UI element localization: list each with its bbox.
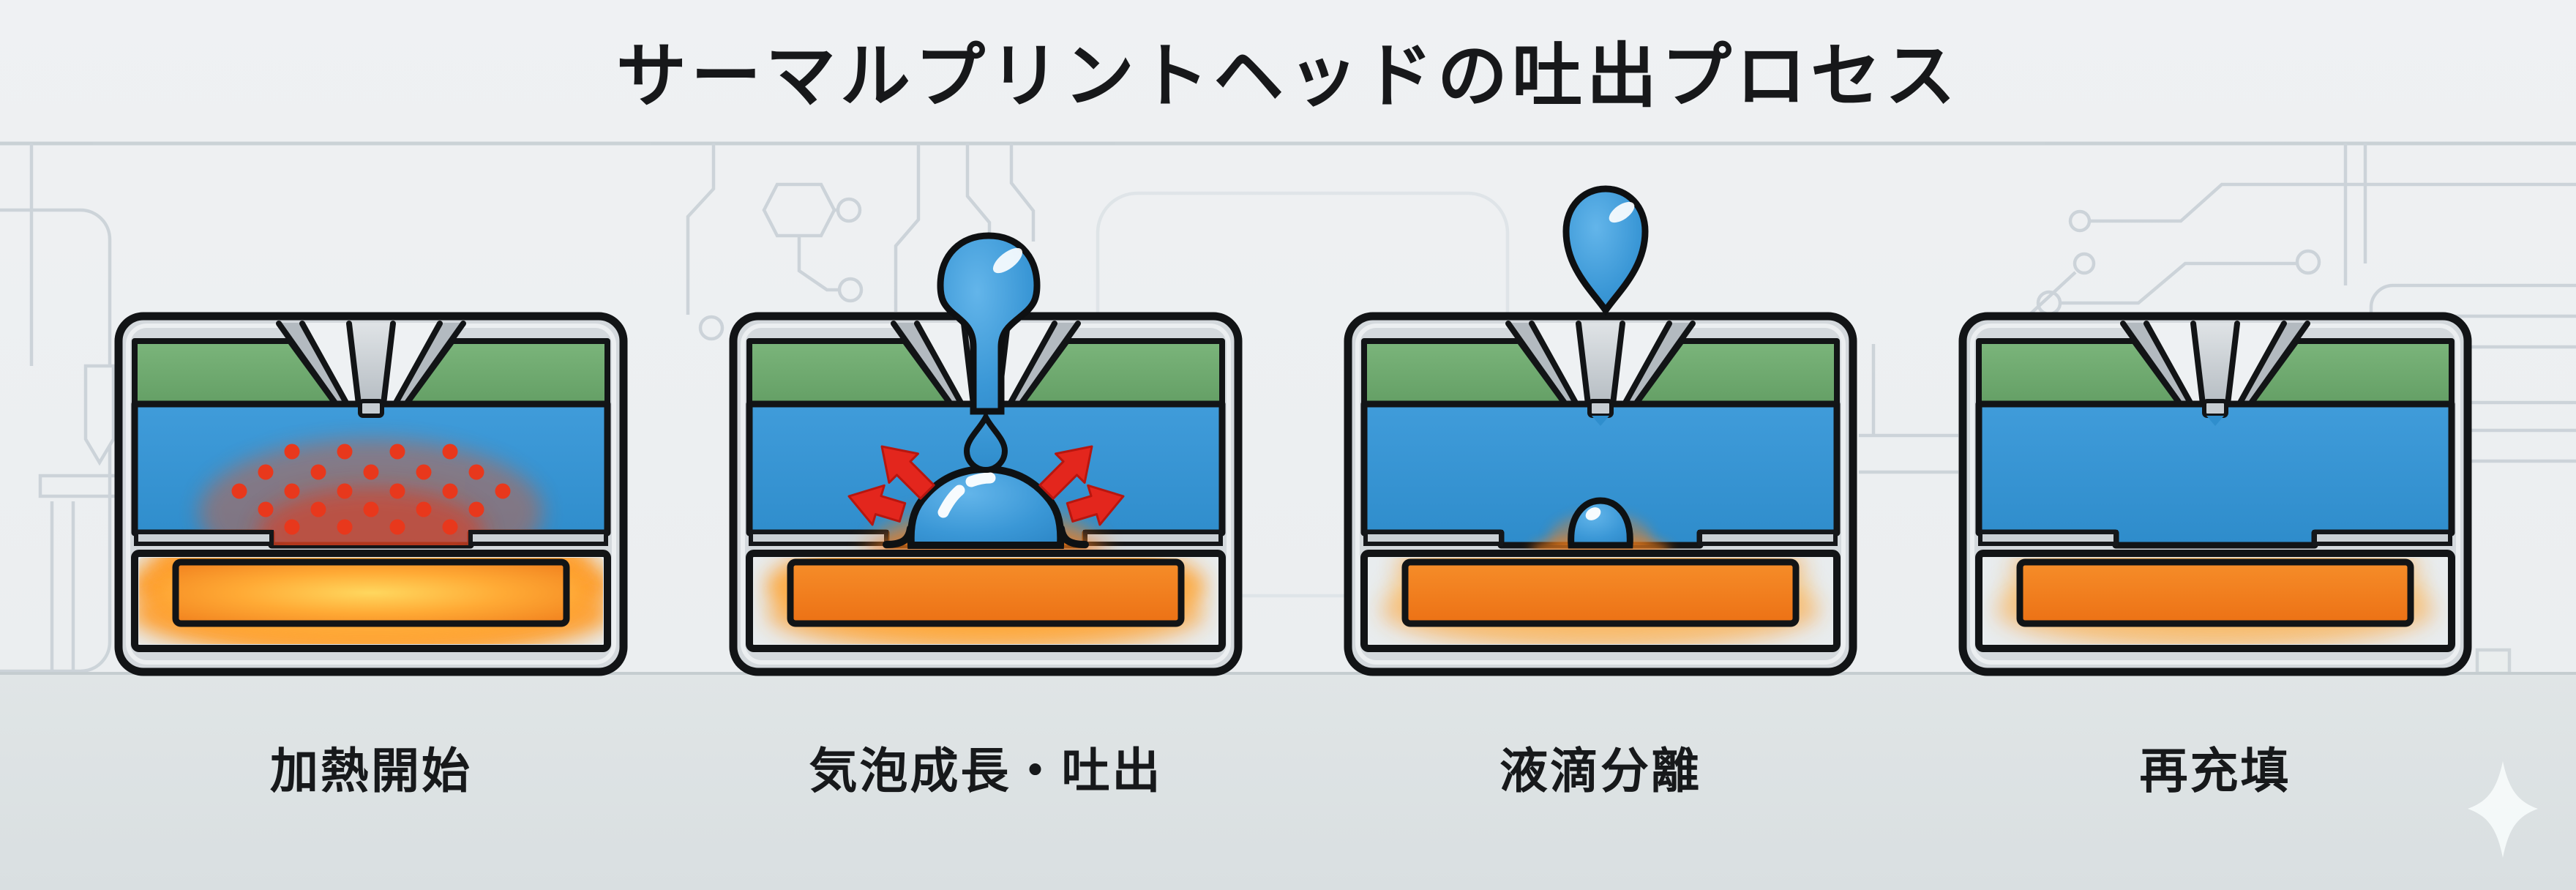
pressure-arrows (847, 445, 1125, 526)
heater-bar (787, 558, 1185, 627)
chamber-bubble-growth-ejection (729, 232, 1243, 676)
chamber-refill (1958, 312, 2472, 676)
vapor-bubble-small (1568, 497, 1633, 549)
nozzle-outlet (1587, 399, 1614, 418)
ink-droplet-inner (963, 411, 1008, 473)
stage-label-refill: 再充填 (2139, 744, 2291, 798)
stage-label-droplet-separation: 液滴分離 (1499, 744, 1701, 798)
surface-strip (0, 672, 2576, 890)
stage-label-bubble-growth-ejection: 気泡成長・吐出 (809, 744, 1163, 798)
ink-meniscus (1592, 416, 1609, 426)
sparkle-icon (2468, 761, 2538, 858)
heat-particles (231, 444, 511, 535)
separated-droplet (1562, 185, 1649, 316)
chamber-heating-start (114, 312, 628, 676)
stage-label-heating-start: 加熱開始 (270, 744, 472, 798)
page-title: サーマルプリントヘッドの吐出プロセス (616, 37, 1960, 116)
heater-bar (172, 558, 570, 627)
heater-bar (1401, 558, 1800, 627)
nozzle-outlet (2202, 399, 2228, 418)
nozzle-outlet (358, 399, 384, 418)
ink-meniscus (2206, 416, 2224, 426)
chamber-droplet-separation (1344, 185, 1857, 676)
heater-bar (2016, 558, 2414, 627)
ejected-droplet (937, 232, 1041, 415)
